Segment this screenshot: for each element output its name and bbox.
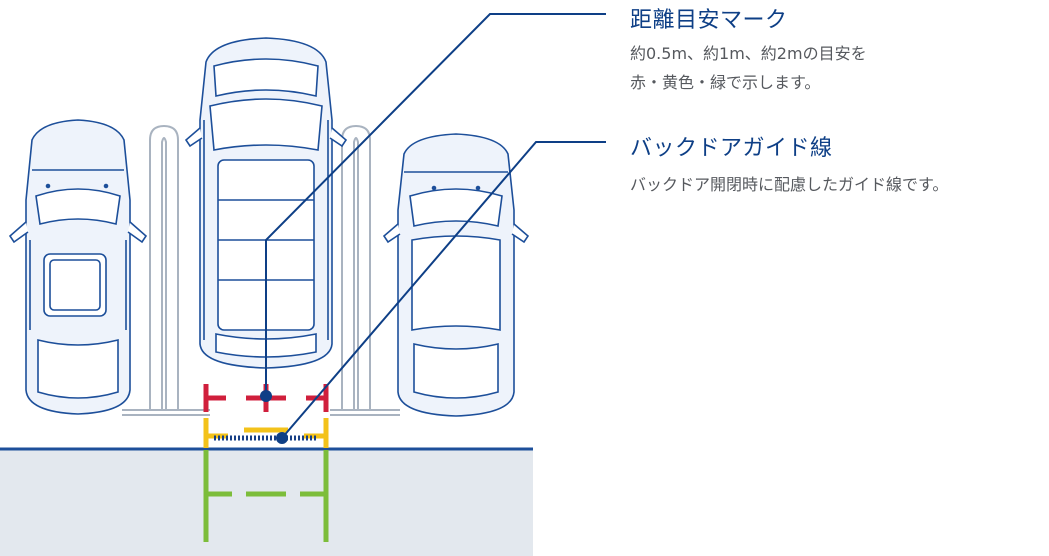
leader-dot-backdoor: [276, 432, 288, 444]
callout-description-line: 赤・黄色・緑で示します。: [630, 73, 821, 92]
yellow-distance-mark: [203, 418, 329, 448]
leader-line-distance-mark: [265, 13, 606, 396]
parked-car-right-icon: [382, 133, 530, 417]
callout-title: バックドアガイド線: [630, 136, 833, 161]
green-distance-mark: [203, 450, 329, 542]
callout-description-line: 約0.5m、約1m、約2mの目安を: [630, 44, 867, 63]
leader-dot-distance-mark: [260, 390, 272, 402]
callout-description: 約0.5m、約1m、約2mの目安を 赤・黄色・緑で示します。: [630, 39, 867, 97]
callout-description-line: バックドア開閉時に配慮したガイド線です。: [630, 175, 949, 194]
callout-title: 距離目安マーク: [630, 8, 788, 33]
road-area: [0, 449, 533, 556]
callout-description: バックドア開閉時に配慮したガイド線です。: [630, 170, 948, 199]
leader-line-backdoor: [281, 141, 606, 439]
parked-car-left-icon: [8, 119, 148, 415]
